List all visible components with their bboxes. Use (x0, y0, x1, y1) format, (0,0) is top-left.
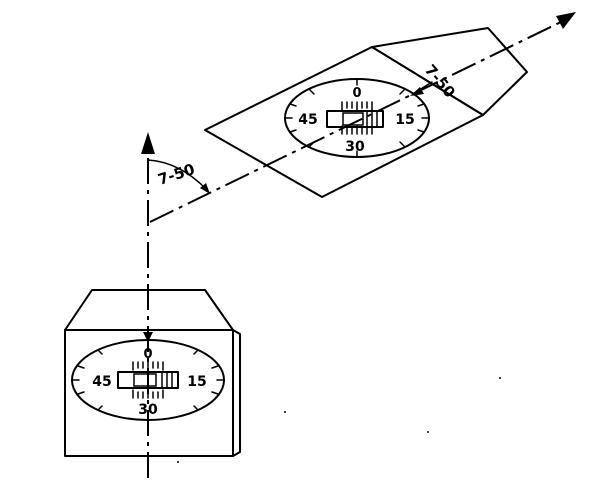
bearing-line (149, 12, 576, 223)
lower-dial-label-15: 15 (187, 374, 206, 390)
upper-dial-label-45: 45 (298, 112, 317, 128)
bearing-angle-label: 7-50 (156, 160, 197, 189)
lower-dial-label-30: 30 (138, 402, 158, 418)
upper-bearing-pointer (410, 81, 433, 96)
north-reference-line (141, 132, 155, 478)
upper-dial-label-0: 0 (352, 86, 361, 101)
lower-dial-label-45: 45 (92, 374, 111, 390)
bearing-angle-arc (147, 159, 210, 194)
lower-compass: 0 45 15 30 (64, 289, 241, 457)
upper-dial-label-30: 30 (345, 139, 365, 155)
scan-specks (177, 377, 501, 463)
upper-compass: 0 45 15 30 (204, 27, 528, 198)
lower-dial-label-0: 0 (143, 347, 152, 362)
upper-dial-label-15: 15 (395, 112, 414, 128)
